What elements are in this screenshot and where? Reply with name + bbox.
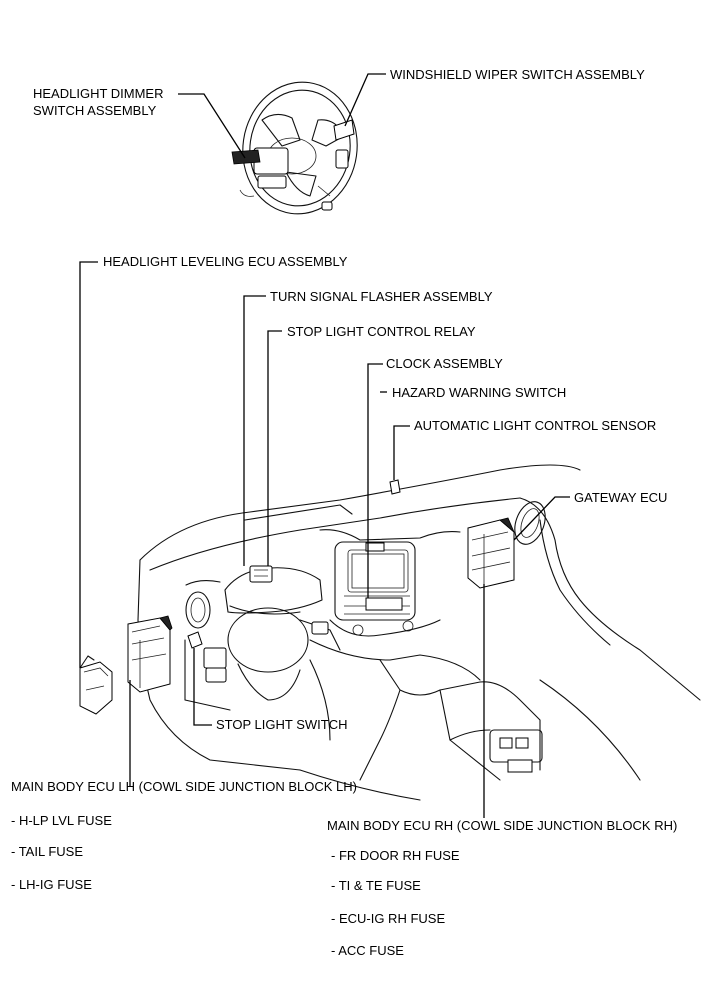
label-clock-assembly: CLOCK ASSEMBLY [386, 356, 503, 371]
label-windshield-wiper-switch: WINDSHIELD WIPER SWITCH ASSEMBLY [390, 67, 645, 82]
rh-fuse-item: - ECU-IG RH FUSE [331, 911, 446, 926]
component-parts [79, 479, 515, 715]
rh-fuse-item: - ACC FUSE [331, 943, 404, 958]
label-gateway-ecu: GATEWAY ECU [574, 490, 668, 505]
label-automatic-light-control-sensor: AUTOMATIC LIGHT CONTROL SENSOR [414, 418, 657, 433]
label-turn-signal-flasher: TURN SIGNAL FLASHER ASSEMBLY [270, 289, 493, 304]
lh-fuse-item: - H-LP LVL FUSE [11, 813, 112, 828]
label-headlight-dimmer-line1: HEADLIGHT DIMMER [33, 86, 164, 101]
dashboard-drawing [137, 464, 701, 801]
steering-wheel-drawing [231, 81, 358, 215]
label-stop-light-switch: STOP LIGHT SWITCH [216, 717, 348, 732]
label-stop-light-control-relay: STOP LIGHT CONTROL RELAY [287, 324, 476, 339]
label-headlight-dimmer-line2: SWITCH ASSEMBLY [33, 103, 157, 118]
rh-fuse-item: - TI & TE FUSE [331, 878, 421, 893]
label-headlight-leveling-ecu: HEADLIGHT LEVELING ECU ASSEMBLY [103, 254, 348, 269]
lh-fuse-item: - TAIL FUSE [11, 844, 83, 859]
rh-fuse-item: - FR DOOR RH FUSE [331, 848, 460, 863]
label-main-body-ecu-lh: MAIN BODY ECU LH (COWL SIDE JUNCTION BLO… [11, 779, 357, 794]
leader-lines [79, 73, 570, 818]
lh-fuse-item: - LH-IG FUSE [11, 877, 92, 892]
label-hazard-warning-switch: HAZARD WARNING SWITCH [392, 385, 567, 400]
label-main-body-ecu-rh: MAIN BODY ECU RH (COWL SIDE JUNCTION BLO… [327, 818, 678, 833]
